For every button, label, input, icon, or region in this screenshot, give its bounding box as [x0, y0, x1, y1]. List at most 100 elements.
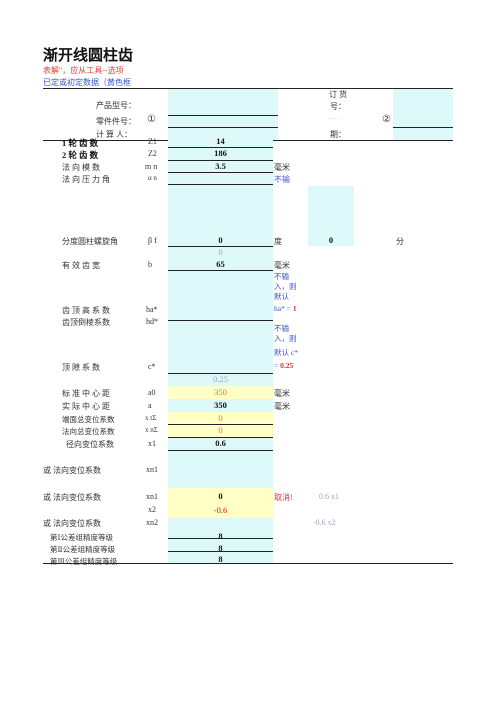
a0-label: 标 准 中 心 距: [62, 389, 110, 398]
c-note-key-text: =: [274, 361, 281, 370]
table-bottom-line: [43, 563, 453, 564]
x2-symbol: x2: [148, 505, 156, 514]
xn-label: 法向总变位系数: [62, 427, 115, 436]
xn2-label: 或 法向变位系数: [43, 519, 101, 528]
beta-symbol: β f: [148, 236, 157, 245]
info-line-3: [393, 127, 453, 128]
xn1b-value[interactable]: 0: [218, 491, 223, 501]
g3-value[interactable]: 8: [218, 554, 223, 564]
beta-minute-block: [308, 186, 354, 246]
xn1b-symbol: xn1: [146, 492, 158, 501]
row-line: [168, 270, 273, 271]
xt-label: 端面总变位系数: [62, 415, 115, 424]
ha-symbol: ha*: [146, 305, 158, 314]
xn-value[interactable]: 0: [218, 425, 223, 435]
xn1a-label: 或 法向变位系数: [43, 466, 101, 475]
ha-note-value: 1: [292, 304, 297, 313]
row-line: [168, 184, 273, 185]
row-line: [168, 160, 273, 161]
order-label-2: 号：: [330, 102, 346, 111]
a0-symbol: a0: [148, 388, 156, 397]
z2-label: 2 轮 齿 数: [62, 150, 99, 160]
info-line-2: [168, 127, 278, 128]
beta-unit: 度: [274, 237, 282, 246]
beta-label: 分度圆柱螺旋角: [62, 237, 118, 246]
xn1b-label: 或 法向变位系数: [43, 493, 101, 502]
b-label: 有 效 齿 宽: [62, 261, 100, 270]
hd-label: 齿顶倒棱系数: [62, 318, 110, 327]
c-note-1: 不输: [274, 324, 289, 333]
beta-minute-value[interactable]: 0: [328, 235, 334, 245]
page-title: 渐开线圆柱齿: [43, 48, 134, 64]
g1-value[interactable]: 8: [218, 531, 223, 541]
xn1a-symbol: xn1: [146, 465, 158, 474]
c-sub-value: 0.25: [213, 374, 228, 384]
calc-label: 计 算 人：: [96, 130, 132, 139]
mn-value[interactable]: 3.5: [215, 161, 226, 171]
c-note-key: = 0.25: [274, 361, 293, 371]
an-unit: 不输: [274, 175, 290, 184]
info-top-line: [43, 88, 453, 89]
x1-symbol: x1: [148, 439, 156, 448]
date-cell[interactable]: [393, 127, 453, 140]
z1-label: 1 轮 齿 数: [62, 138, 99, 148]
beta-sub-value: 0: [218, 247, 223, 257]
note-red: 表解"，应从工具--选项: [43, 66, 124, 75]
ha-note-3: 默认: [274, 292, 289, 301]
ha-note-key: ha* = 1: [274, 304, 297, 314]
ha-note-1: 不输: [274, 272, 289, 281]
a-label: 实 际 中 心 距: [62, 402, 110, 411]
an-symbol: α n: [148, 174, 157, 182]
mn-label: 法 向 模 数: [62, 163, 100, 172]
c-symbol: c*: [148, 362, 156, 371]
g3-label: 第Ⅲ公差组精度等级: [50, 557, 118, 566]
beta-minute-unit: 分: [396, 237, 404, 246]
a-symbol: a: [148, 401, 152, 410]
row-line: [168, 172, 273, 173]
row-line: [168, 246, 273, 247]
xt-symbol: x tΣ: [145, 414, 157, 422]
z1-symbol: Z1: [148, 137, 157, 146]
a0-value[interactable]: 350: [214, 387, 227, 397]
row-line: [168, 551, 273, 552]
xn2-symbol: xn2: [146, 518, 158, 527]
g1-label: 第Ⅰ公差组精度等级: [50, 533, 113, 542]
mn-unit: 毫米: [274, 163, 290, 172]
row-line: [168, 538, 273, 539]
row-line: [168, 320, 273, 321]
row-line: [168, 373, 273, 374]
order-label-1: 订 货: [329, 90, 347, 99]
c-note-3: 默认 c*: [274, 348, 298, 357]
part-mark: ①: [147, 114, 156, 125]
hd-symbol: hd*: [146, 317, 158, 326]
order-cell[interactable]: [393, 88, 453, 115]
row-line: [168, 147, 273, 148]
g2-value[interactable]: 8: [218, 543, 223, 553]
z2-value[interactable]: 186: [214, 148, 227, 158]
c-note-value: 0.25: [280, 361, 294, 370]
xn1b-cancel-note[interactable]: 取消!: [274, 493, 293, 502]
part-cell[interactable]: [168, 115, 278, 127]
product-cell[interactable]: [168, 88, 278, 115]
ha-note-2: 入，则: [274, 282, 297, 291]
xt-value[interactable]: 0: [218, 413, 223, 423]
x1-label: 径向变位系数: [66, 440, 114, 449]
z1-value[interactable]: 14: [216, 136, 225, 146]
row-line: [168, 424, 273, 425]
date-label: 期：: [330, 130, 346, 139]
b-symbol: b: [148, 260, 152, 269]
x1-value[interactable]: 0.6: [215, 438, 226, 448]
calc-cell[interactable]: [168, 127, 278, 140]
b-value[interactable]: 65: [216, 259, 225, 269]
g2-label: 第Ⅱ公差组精度等级: [50, 545, 116, 554]
xn1b-x1-note: 0.6 x1: [319, 492, 339, 501]
info-line-1: [168, 115, 278, 116]
beta-value[interactable]: 0: [218, 235, 223, 245]
a-value[interactable]: 350: [214, 400, 227, 410]
a0-unit: 毫米: [274, 389, 290, 398]
z2-symbol: Z2: [148, 149, 157, 158]
order2-cell[interactable]: [393, 115, 453, 127]
row-line: [168, 450, 273, 451]
x2-value[interactable]: -0.6: [213, 505, 228, 515]
xn-symbol: x nΣ: [145, 426, 158, 434]
